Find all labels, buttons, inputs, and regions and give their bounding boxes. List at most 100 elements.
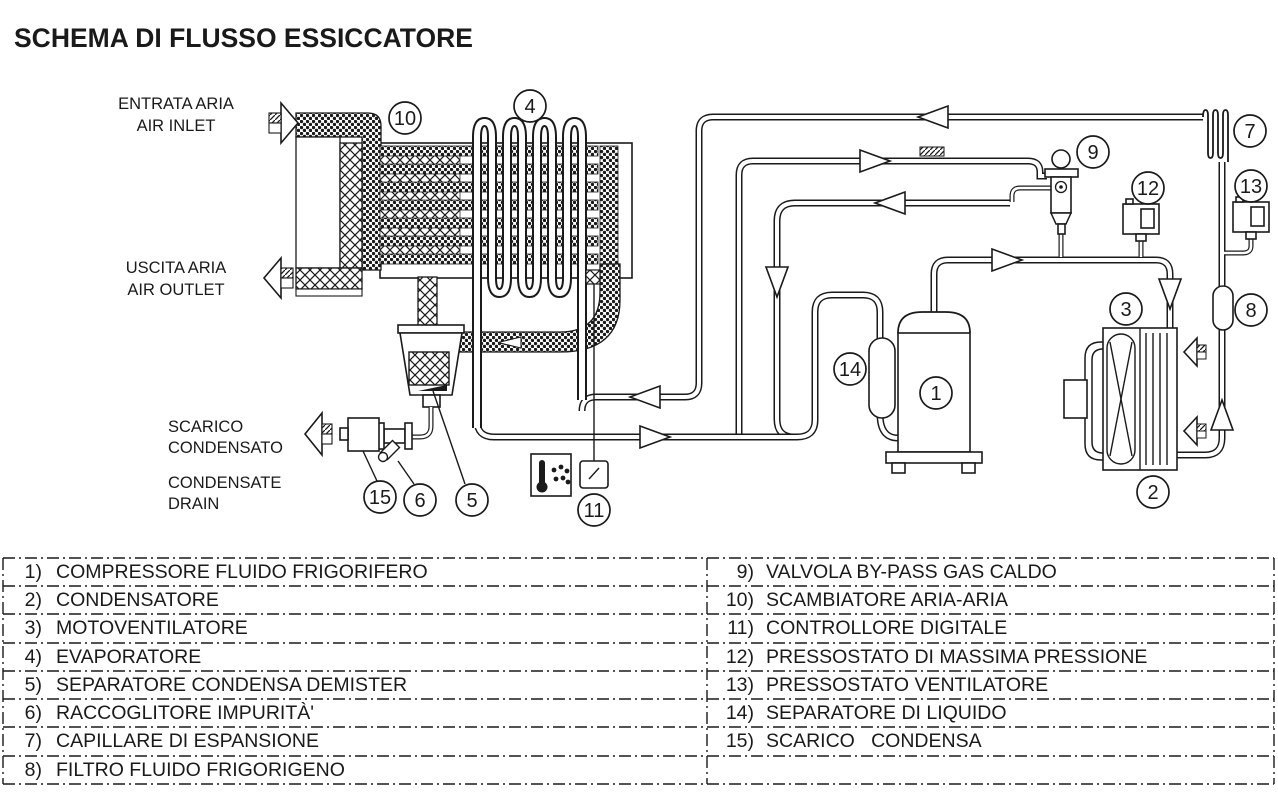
- svg-text:10: 10: [394, 108, 416, 130]
- svg-text:EVAPORATORE: EVAPORATORE: [56, 646, 201, 668]
- svg-text:8: 8: [1245, 300, 1256, 322]
- svg-text:SEPARATORE CONDENSA DEMISTER: SEPARATORE CONDENSA DEMISTER: [56, 674, 407, 696]
- svg-text:11): 11): [727, 617, 754, 639]
- legend-row: 3) MOTOVENTILATORE: [25, 617, 248, 639]
- page-title: SCHEMA DI FLUSSO ESSICCATORE: [14, 23, 473, 53]
- svg-text:CONTROLLORE DIGITALE: CONTROLLORE DIGITALE: [766, 617, 1007, 639]
- legend-row: 12) PRESSOSTATO DI MASSIMA PRESSIONE: [726, 646, 1148, 668]
- fan-blade-icon: [1106, 333, 1136, 465]
- svg-text:4: 4: [524, 96, 535, 118]
- marker-10: 10: [388, 101, 422, 135]
- svg-text:CAPILLARE DI ESPANSIONE: CAPILLARE DI ESPANSIONE: [56, 730, 319, 752]
- svg-text:12: 12: [1137, 178, 1159, 200]
- marker-14: 14: [833, 352, 867, 386]
- capillary-coil: [1202, 109, 1229, 162]
- marker-15: 15: [363, 480, 397, 514]
- svg-text:9: 9: [1087, 142, 1098, 164]
- leader-line: [362, 450, 378, 482]
- sensor-well: [585, 269, 601, 285]
- svg-text:MOTOVENTILATORE: MOTOVENTILATORE: [56, 617, 248, 639]
- fan-motor: [1063, 379, 1088, 419]
- legend-row: 2) CONDENSATORE: [25, 589, 219, 611]
- svg-text:SCARICO CONDENSA: SCARICO CONDENSA: [766, 730, 982, 752]
- svg-text:8): 8): [25, 759, 42, 781]
- marker-6: 6: [403, 483, 437, 517]
- legend-row: 7)CAPILLARE DI ESPANSIONE: [25, 730, 319, 752]
- marker-3: 3: [1109, 292, 1143, 326]
- svg-text:CONDENSATE: CONDENSATE: [168, 474, 281, 492]
- svg-text:SEPARATORE DI LIQUIDO: SEPARATORE DI LIQUIDO: [766, 702, 1007, 724]
- condenser-fan-unit: [1063, 327, 1178, 471]
- condenser-fins: [1145, 333, 1168, 465]
- flow-arrow-icon: [497, 336, 522, 349]
- hp-pressure-switch: [1122, 198, 1160, 242]
- svg-text:SCARICO: SCARICO: [168, 418, 243, 436]
- markers: 1 2 3 4 5 6 7 8 9 10 11 12 13 14 15: [363, 89, 1268, 527]
- strainer: [376, 422, 413, 463]
- leader-line: [397, 460, 415, 485]
- svg-text:2: 2: [1147, 482, 1158, 504]
- bypass-valve: [1044, 149, 1079, 235]
- svg-text:6: 6: [414, 490, 425, 512]
- legend-row: 13) PRESSOSTATO VENTILATORE: [726, 674, 1048, 696]
- svg-text:15: 15: [369, 487, 391, 509]
- legend-left-column: 1) COMPRESSORE FLUIDO FRIGORIFERO 2) CONDE…: [25, 561, 428, 781]
- svg-text:12): 12): [726, 646, 754, 668]
- digital-controller: [579, 269, 609, 489]
- legend-row: 8)FILTRO FLUIDO FRIGORIGENO: [25, 759, 345, 781]
- droplets-icon: [551, 464, 571, 485]
- liquid-separator: [868, 337, 896, 419]
- svg-text:AIR INLET: AIR INLET: [137, 117, 216, 135]
- svg-text:14): 14): [726, 702, 754, 724]
- pipe-anchor: [919, 146, 945, 157]
- svg-text:7: 7: [1244, 121, 1255, 143]
- drain-line: [339, 390, 466, 485]
- marker-1: 1: [919, 376, 953, 410]
- svg-text:5): 5): [25, 674, 42, 696]
- svg-text:PRESSOSTATO DI MASSIMA PRESSIO: PRESSOSTATO DI MASSIMA PRESSIONE: [766, 646, 1147, 668]
- legend-row: 1) COMPRESSORE FLUIDO FRIGORIFERO: [25, 561, 428, 583]
- legend-right-column: 9)VALVOLA BY-PASS GAS CALDO 10)SCAMBIATO…: [726, 561, 1148, 752]
- refrigerant-filter: [1212, 285, 1234, 331]
- thermometer-icon: [530, 453, 572, 497]
- svg-text:DRAIN: DRAIN: [168, 495, 219, 513]
- air-outlet-label: USCITA ARIA AIR OUTLET: [126, 259, 227, 299]
- legend-table: 1) COMPRESSORE FLUIDO FRIGORIFERO 2) CONDE…: [2, 557, 1275, 785]
- svg-text:CONDENSATO: CONDENSATO: [168, 439, 283, 457]
- legend-row: 15) SCARICO CONDENSA: [726, 730, 982, 752]
- legend-row: 9)VALVOLA BY-PASS GAS CALDO: [737, 561, 1057, 583]
- svg-text:13): 13): [726, 674, 754, 696]
- svg-text:6): 6): [25, 702, 42, 724]
- legend-row: 10)SCAMBIATORE ARIA-ARIA: [726, 589, 1008, 611]
- svg-text:14: 14: [839, 359, 861, 381]
- svg-text:2): 2): [25, 589, 42, 611]
- marker-2: 2: [1136, 475, 1170, 509]
- air-inlet-label: ENTRATA ARIA AIR INLET: [118, 95, 234, 135]
- svg-text:11: 11: [584, 500, 605, 522]
- legend-row: 11) CONTROLLORE DIGITALE: [727, 617, 1007, 639]
- svg-text:CONDENSATORE: CONDENSATORE: [56, 589, 219, 611]
- legend-row: 6) RACCOGLITORE IMPURITÀ': [25, 701, 314, 724]
- flow-arrows: [627, 104, 1235, 450]
- svg-text:COMPRESSORE FLUIDO FRIGORIFERO: COMPRESSORE FLUIDO FRIGORIFERO: [56, 561, 428, 583]
- svg-text:9): 9): [737, 561, 754, 583]
- svg-text:AIR OUTLET: AIR OUTLET: [127, 281, 224, 299]
- marker-8: 8: [1234, 293, 1268, 327]
- svg-text:4): 4): [25, 646, 42, 668]
- air-inlet-arrow-icon: [268, 100, 300, 146]
- marker-9: 9: [1076, 135, 1110, 169]
- svg-text:3: 3: [1120, 299, 1131, 321]
- svg-text:USCITA ARIA: USCITA ARIA: [126, 259, 227, 277]
- svg-text:15): 15): [726, 730, 754, 752]
- marker-13: 13: [1234, 169, 1268, 203]
- compressor: [885, 311, 983, 474]
- svg-text:1): 1): [25, 561, 42, 583]
- svg-text:PRESSOSTATO VENTILATORE: PRESSOSTATO VENTILATORE: [766, 674, 1048, 696]
- condenser-air-arrow-icon: [1182, 335, 1207, 448]
- legend-row: 14) SEPARATORE DI LIQUIDO: [726, 702, 1007, 724]
- svg-text:3): 3): [25, 617, 42, 639]
- svg-text:RACCOGLITORE IMPURITÀ': RACCOGLITORE IMPURITÀ': [56, 701, 314, 724]
- fan-pressure-switch: [1232, 196, 1270, 240]
- svg-text:SCAMBIATORE ARIA-ARIA: SCAMBIATORE ARIA-ARIA: [766, 589, 1008, 611]
